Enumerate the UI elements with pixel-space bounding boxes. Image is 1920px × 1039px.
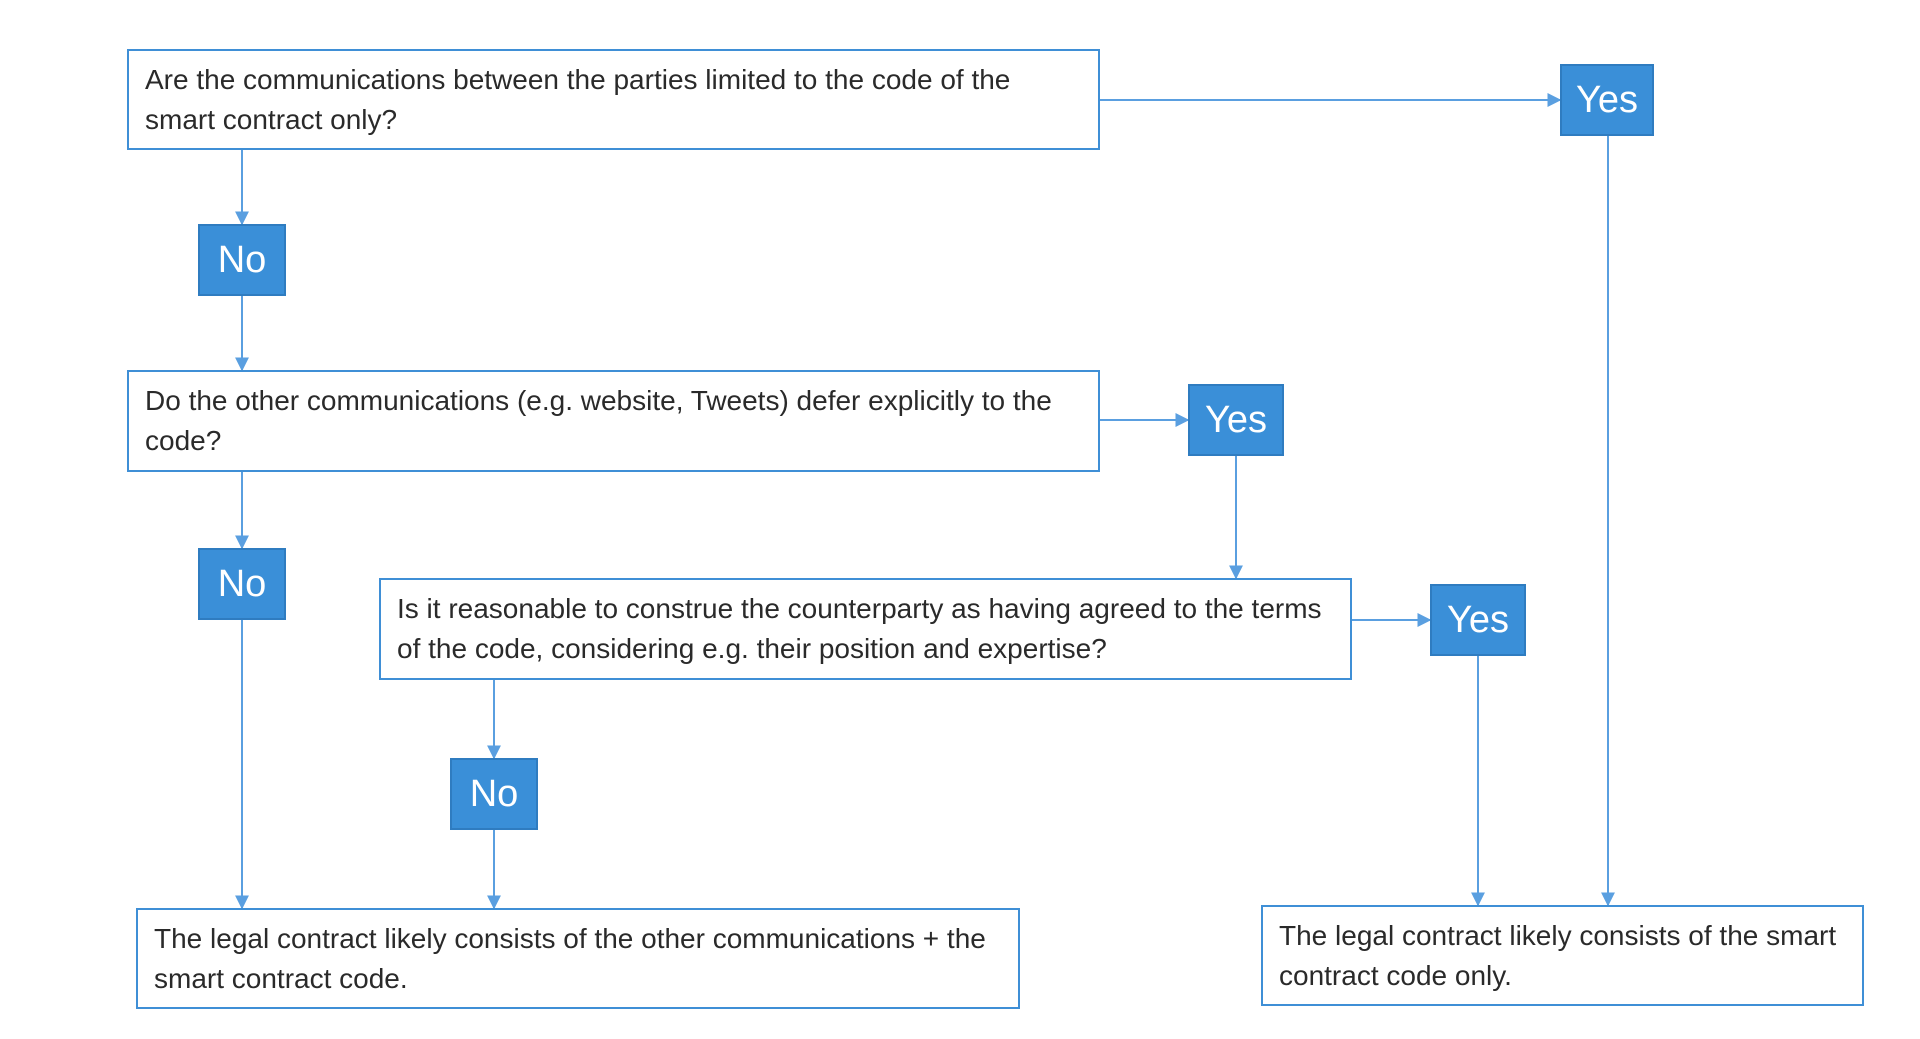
yes-node-3: Yes [1430,584,1526,656]
question-2-box: Do the other communications (e.g. websit… [127,370,1100,472]
yes-node-1-label: Yes [1576,78,1638,121]
yes-node-3-label: Yes [1447,598,1509,641]
question-3-text: Is it reasonable to construe the counter… [397,593,1322,664]
question-2-text: Do the other communications (e.g. websit… [145,385,1052,456]
yes-node-2-label: Yes [1205,398,1267,441]
outcome-other-communications-box: The legal contract likely consists of th… [136,908,1020,1009]
yes-node-1: Yes [1560,64,1654,136]
outcome-code-only-box: The legal contract likely consists of th… [1261,905,1864,1006]
outcome-code-only-text: The legal contract likely consists of th… [1279,919,1837,991]
question-3-box: Is it reasonable to construe the counter… [379,578,1352,680]
no-node-1-label: No [217,238,267,281]
no-node-3-label: No [469,772,519,815]
no-node-3: No [450,758,538,830]
question-1-text: Are the communications between the parti… [145,63,1011,135]
question-1-box: Are the communications between the parti… [127,49,1100,150]
outcome-other-communications-text: The legal contract likely consists of th… [154,922,986,994]
no-node-2-label: No [217,562,267,605]
yes-node-2: Yes [1188,384,1284,456]
no-node-2: No [198,548,286,620]
no-node-1: No [198,224,286,296]
